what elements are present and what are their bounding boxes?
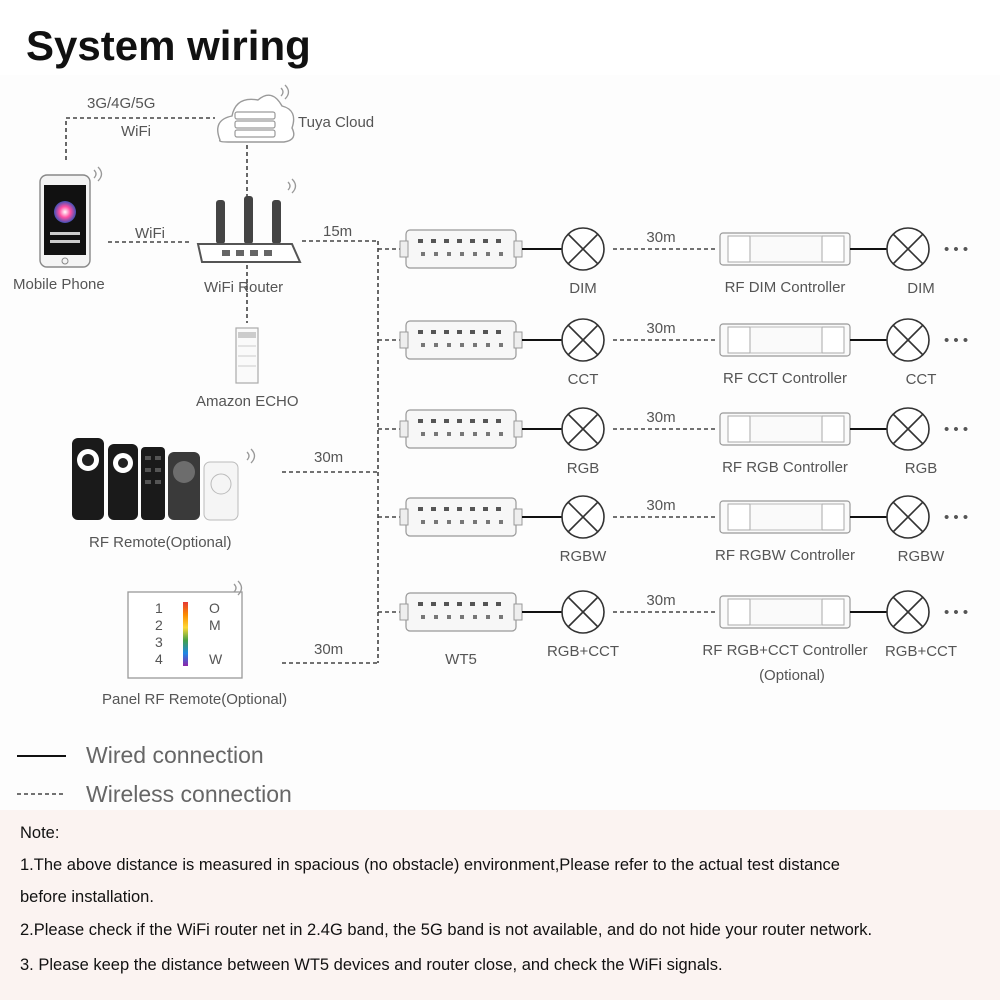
end-lamp-label: CCT bbox=[906, 371, 937, 388]
wt5-module-icon bbox=[399, 229, 523, 269]
continuation-ellipsis: • • • bbox=[944, 421, 968, 438]
rf-controller-icon bbox=[719, 323, 851, 357]
lamp-icon bbox=[561, 318, 605, 362]
legend-wireless-label: Wireless connection bbox=[86, 781, 292, 807]
wt5-label: WT5 bbox=[445, 651, 477, 668]
note-line-2: 2.Please check if the WiFi router net in… bbox=[20, 921, 873, 939]
svg-text:2: 2 bbox=[155, 617, 163, 633]
echo-label: Amazon ECHO bbox=[196, 393, 299, 410]
lamp-icon bbox=[561, 495, 605, 539]
network-label-mobile: 3G/4G/5G bbox=[87, 95, 155, 112]
lamp-icon bbox=[561, 227, 605, 271]
router-label: WiFi Router bbox=[204, 279, 283, 296]
cloud-wifi-signal-icon bbox=[280, 84, 290, 100]
end-lamp-label: RGB bbox=[905, 460, 938, 477]
cloud-icon bbox=[217, 94, 295, 143]
continuation-ellipsis: • • • bbox=[944, 241, 968, 258]
rf-controller-icon bbox=[719, 412, 851, 446]
panel-wifi-signal-icon bbox=[233, 580, 243, 596]
note-line-1b: before installation. bbox=[20, 888, 154, 906]
note-line-3: 3. Please keep the distance between WT5 … bbox=[20, 956, 723, 974]
lamp-icon bbox=[561, 590, 605, 634]
distance-label: 30m bbox=[646, 409, 675, 426]
panel-label: Panel RF Remote(Optional) bbox=[102, 691, 287, 708]
legend-wired-label: Wired connection bbox=[86, 742, 264, 768]
end-lamp-icon bbox=[886, 590, 930, 634]
controller-sub-label: (Optional) bbox=[759, 667, 825, 684]
lamp-label: RGB+CCT bbox=[547, 643, 619, 660]
end-lamp-label: DIM bbox=[907, 280, 935, 297]
wt5-module-icon bbox=[399, 409, 523, 449]
end-lamp-icon bbox=[886, 407, 930, 451]
svg-text:3: 3 bbox=[155, 634, 163, 650]
svg-text:M: M bbox=[209, 617, 221, 633]
router-wifi-signal-icon bbox=[287, 178, 297, 194]
end-lamp-icon bbox=[886, 227, 930, 271]
distance-label: 30m bbox=[646, 320, 675, 337]
controller-label: RF RGBW Controller bbox=[715, 547, 855, 564]
lamp-icon bbox=[561, 407, 605, 451]
note-heading: Note: bbox=[20, 824, 60, 842]
controller-label: RF DIM Controller bbox=[725, 279, 846, 296]
distance-label: 30m bbox=[646, 229, 675, 246]
rf-remote-label: RF Remote(Optional) bbox=[89, 534, 232, 551]
end-lamp-icon bbox=[886, 318, 930, 362]
continuation-ellipsis: • • • bbox=[944, 604, 968, 621]
controller-label: RF CCT Controller bbox=[723, 370, 847, 387]
phone-wifi-signal-icon bbox=[93, 166, 103, 182]
rf-controller-icon bbox=[719, 595, 851, 629]
rf-controller-icon bbox=[719, 500, 851, 534]
svg-text:1: 1 bbox=[155, 600, 163, 616]
end-lamp-label: RGBW bbox=[898, 548, 946, 565]
continuation-ellipsis: • • • bbox=[944, 332, 968, 349]
wt5-module-icon bbox=[399, 592, 523, 632]
router-distance-label: 15m bbox=[323, 223, 352, 240]
lamp-label: RGBW bbox=[560, 548, 608, 565]
network-label-wifi: WiFi bbox=[121, 123, 151, 140]
wifi-router-icon bbox=[196, 196, 302, 263]
end-lamp-icon bbox=[886, 495, 930, 539]
svg-text:W: W bbox=[209, 651, 223, 667]
note-line-1: 1.The above distance is measured in spac… bbox=[20, 856, 840, 874]
phone-cloud-link bbox=[65, 117, 215, 160]
lamp-label: DIM bbox=[569, 280, 597, 297]
lamp-label: RGB bbox=[567, 460, 600, 477]
page-title: System wiring bbox=[26, 22, 311, 69]
continuation-ellipsis: • • • bbox=[944, 509, 968, 526]
amazon-echo-icon bbox=[235, 327, 259, 384]
distance-label: 30m bbox=[646, 592, 675, 609]
distance-label: 30m bbox=[646, 497, 675, 514]
rf-controller-icon bbox=[719, 232, 851, 266]
phone-label: Mobile Phone bbox=[13, 276, 105, 293]
notes-section: Note: 1.The above distance is measured i… bbox=[0, 810, 1000, 1000]
end-lamp-label: RGB+CCT bbox=[885, 643, 957, 660]
svg-text:O: O bbox=[209, 600, 220, 616]
cloud-label: Tuya Cloud bbox=[298, 114, 374, 131]
wt5-module-icon bbox=[399, 497, 523, 537]
rf-remote-distance-label: 30m bbox=[314, 449, 343, 466]
rf-remote-wifi-signal-icon bbox=[246, 448, 256, 464]
panel-distance-label: 30m bbox=[314, 641, 343, 658]
lamp-label: CCT bbox=[568, 371, 599, 388]
panel-rf-remote-icon: 1 2 3 4 O M W bbox=[127, 591, 243, 679]
mobile-phone-icon bbox=[39, 174, 91, 268]
phone-link-label: WiFi bbox=[135, 225, 165, 242]
svg-text:4: 4 bbox=[155, 651, 163, 667]
controller-label: RF RGB Controller bbox=[722, 459, 848, 476]
wt5-module-icon bbox=[399, 320, 523, 360]
controller-label: RF RGB+CCT Controller bbox=[702, 642, 867, 659]
wiring-diagram: 3G/4G/5G WiFi Tuya Cloud Mobile Phone Wi… bbox=[13, 84, 968, 795]
rf-remote-group-icon bbox=[72, 438, 239, 521]
